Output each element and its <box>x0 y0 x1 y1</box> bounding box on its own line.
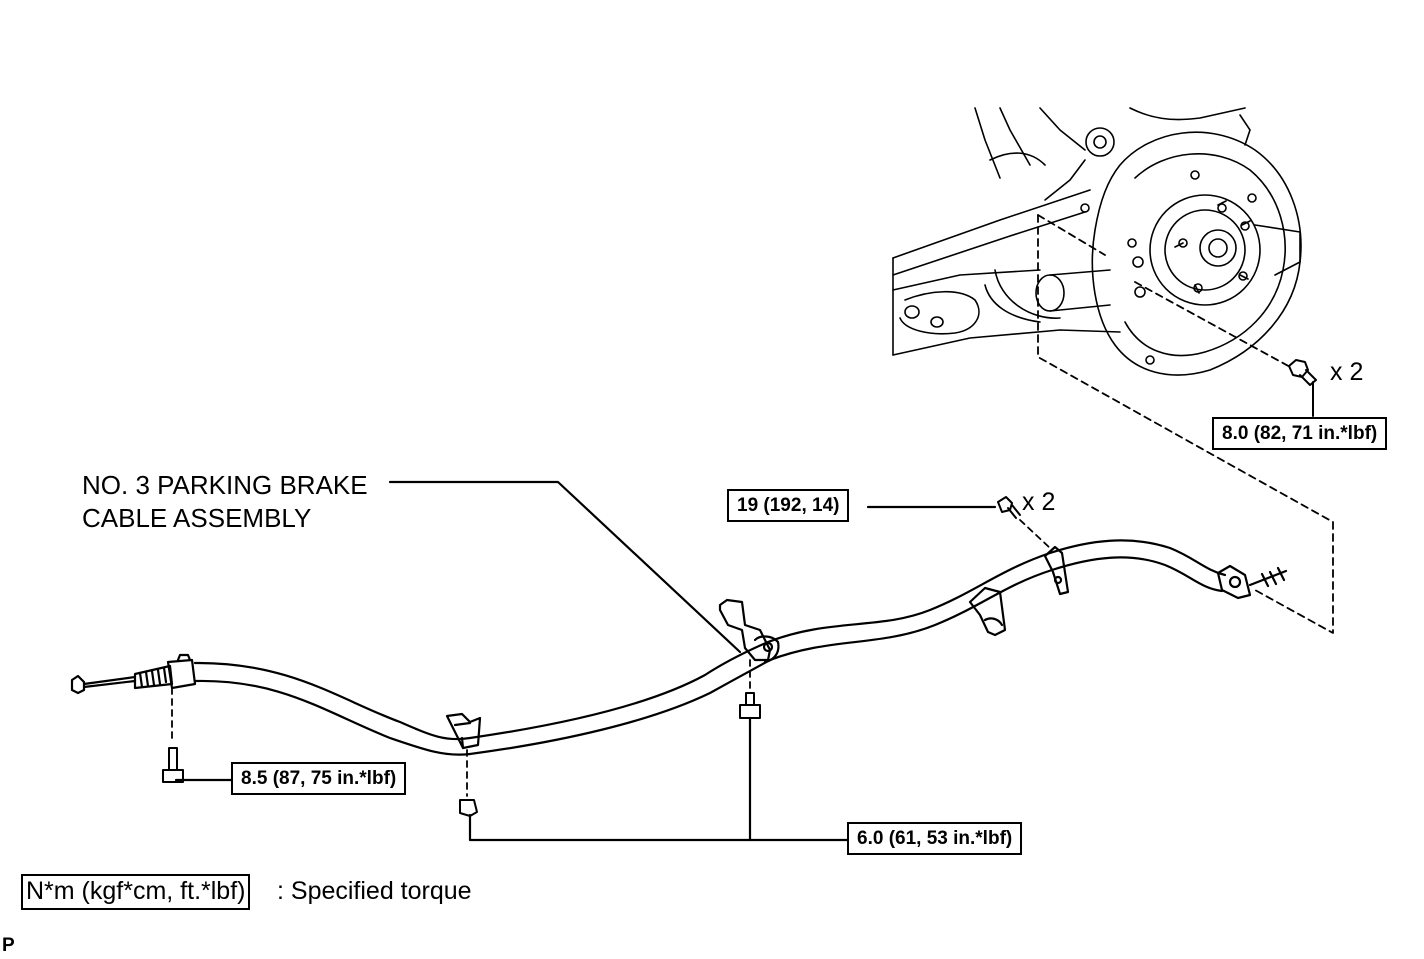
rear-axle-hub-illustration <box>892 107 1302 376</box>
torque-front-bolt: 8.5 (87, 75 in.*lbf) <box>231 762 407 795</box>
torque-backing-plate-bolts: 8.0 (82, 71 in.*lbf) <box>1212 417 1388 450</box>
torque-legend-unit-box: N*m (kgf*cm, ft.*lbf) <box>21 874 251 910</box>
torque-bracket-bolts: 19 (192, 14) <box>727 489 850 522</box>
quantity-bracket-bolts: x 2 <box>1022 488 1056 516</box>
part-name-line1: NO. 3 PARKING BRAKE <box>82 470 368 500</box>
leader-lines <box>174 480 997 842</box>
torque-clamp-fasteners: 6.0 (61, 53 in.*lbf) <box>847 822 1023 855</box>
hub-connection-dashed-lines <box>1037 214 1334 634</box>
backing-plate-bolt-icon <box>1288 359 1317 386</box>
parking-brake-cable <box>70 539 1288 756</box>
front-bolt-icon <box>162 747 184 783</box>
part-name-line2: CABLE ASSEMBLY <box>82 503 312 533</box>
bracket-bolt-lower-icon <box>739 692 761 719</box>
clamp-nut-icon <box>459 799 478 817</box>
figure-code: P <box>2 935 15 956</box>
bracket-bolt-upper-icon <box>997 496 1021 519</box>
fastener-dashed-guides <box>171 519 1051 797</box>
quantity-backing-plate-bolts: x 2 <box>1330 358 1364 386</box>
part-name-label: NO. 3 PARKING BRAKE CABLE ASSEMBLY <box>82 469 368 535</box>
torque-legend-description: : Specified torque <box>277 877 472 905</box>
